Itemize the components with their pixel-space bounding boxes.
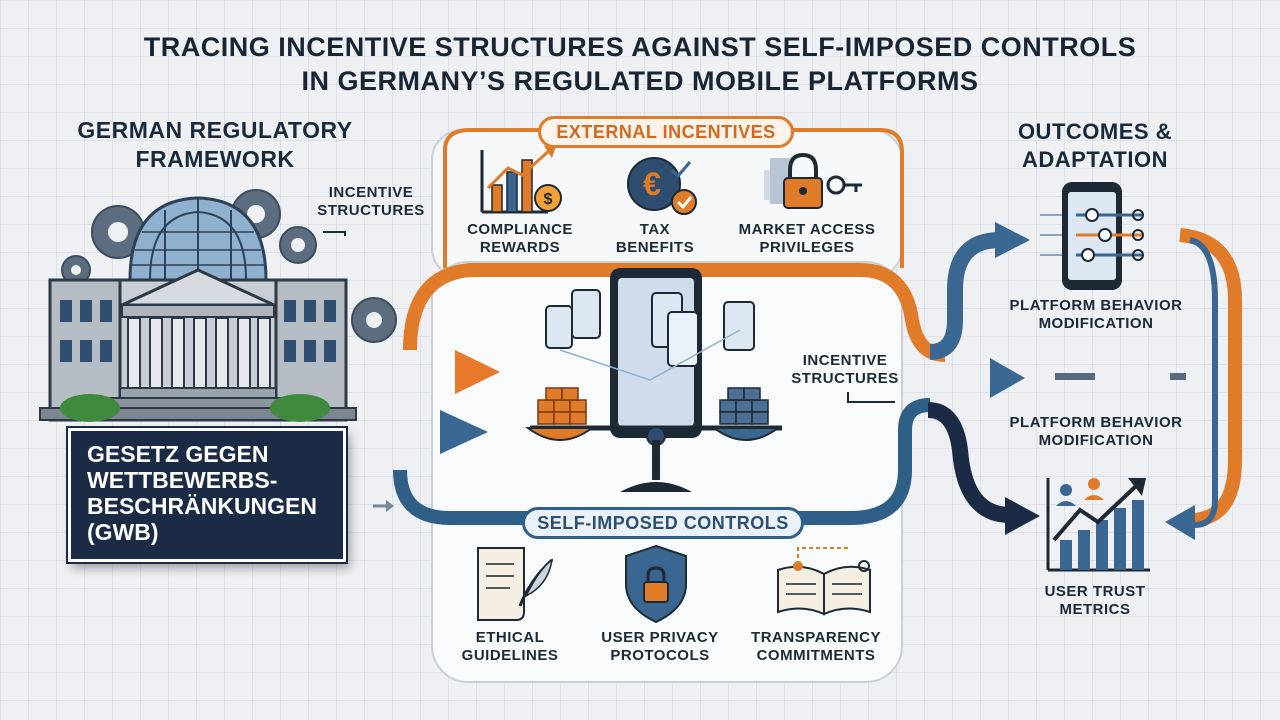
blue-flow-loop — [393, 398, 931, 525]
return-arrowhead — [1165, 505, 1195, 540]
outcomes-heading: OUTCOMES & ADAPTATION — [1017, 119, 1173, 172]
incentive-item-market-access: MARKET ACCESS PRIVILEGES — [732, 221, 882, 257]
control-item-line2: PROTOCOLS — [610, 647, 710, 664]
external-incentives-label: EXTERNAL INCENTIVES — [538, 116, 794, 148]
svg-text:€: € — [643, 166, 661, 202]
gwb-line-3: BESCHRÄNKUNGEN — [87, 493, 318, 519]
incentive-item-line2: REWARDS — [479, 239, 561, 256]
dash-separator-small — [1170, 373, 1186, 380]
center-callout-leader — [847, 392, 895, 403]
svg-text:$: $ — [544, 191, 553, 208]
incentive-item-line2: BENEFITS — [615, 239, 695, 256]
outcome-item-behavior-2: PLATFORM BEHAVIOR MODIFICATION — [996, 414, 1196, 450]
incentive-item-line2: PRIVILEGES — [759, 239, 855, 256]
title-line-2: IN GERMANY’S REGULATED MOBILE PLATFORMS — [301, 66, 979, 96]
reichstag-building-icon — [39, 189, 397, 422]
control-item-line2: GUIDELINES — [461, 647, 559, 664]
blue-return-loop — [1189, 237, 1218, 528]
outcome-item-line1: PLATFORM BEHAVIOR — [1009, 414, 1183, 431]
center-incentive-callout: INCENTIVE STRUCTURES — [791, 352, 899, 387]
scroll-quill-icon — [477, 547, 554, 621]
outcome-item-trust: USER TRUST METRICS — [1020, 583, 1170, 619]
incentive-item-line1: MARKET ACCESS — [738, 221, 876, 238]
euro-check-icon: € — [627, 157, 697, 215]
center-out-arrowhead — [990, 358, 1025, 398]
orange-frame-line-left — [443, 128, 540, 268]
gwb-law-box: GESETZ GEGEN WETTBEWERBS- BESCHRÄNKUNGEN… — [68, 428, 346, 562]
small-arrowhead — [386, 500, 394, 512]
control-item-transparency: TRANSPARENCY COMMITMENTS — [744, 629, 888, 665]
orange-flow-loop — [403, 263, 946, 362]
gwb-line-2: WETTBEWERBS- — [87, 467, 278, 493]
outcome-item-line1: USER TRUST — [1044, 583, 1146, 600]
orange-arrowhead — [455, 350, 500, 394]
left-incentive-callout: INCENTIVE STRUCTURES — [317, 184, 425, 219]
dash-separator — [1055, 373, 1095, 380]
navy-flow-down — [927, 402, 1011, 523]
control-item-line1: TRANSPARENCY — [751, 629, 881, 646]
incentive-item-tax: TAX BENEFITS — [600, 221, 710, 257]
trust-chart-icon — [1046, 478, 1150, 572]
control-item-line1: USER PRIVACY — [601, 629, 719, 646]
control-item-line2: COMMITMENTS — [756, 647, 876, 664]
self-imposed-controls-label: SELF-IMPOSED CONTROLS — [522, 507, 804, 539]
german-framework-heading: GERMAN REGULATORY FRAMEWORK — [77, 117, 353, 172]
outcome-item-line2: MODIFICATION — [1038, 432, 1154, 449]
incentive-item-line1: COMPLIANCE — [467, 221, 573, 238]
open-book-icon — [777, 547, 871, 616]
outcome-item-line2: MODIFICATION — [1038, 315, 1154, 332]
outcome-item-behavior-1: PLATFORM BEHAVIOR MODIFICATION — [996, 297, 1196, 333]
navy-arrowhead-down — [1005, 497, 1040, 535]
title-line-1: TRACING INCENTIVE STRUCTURES AGAINST SEL… — [143, 32, 1137, 62]
outcome-item-line2: METRICS — [1059, 601, 1131, 618]
phone-toggles-icon — [1040, 182, 1144, 290]
gwb-law-text: GESETZ GEGEN WETTBEWERBS- BESCHRÄNKUNGEN… — [87, 441, 337, 545]
lock-key-icon — [764, 152, 862, 209]
incentive-item-compliance: COMPLIANCE REWARDS — [455, 221, 585, 257]
control-item-ethical: ETHICAL GUIDELINES — [450, 629, 570, 665]
orange-frame-line-right — [790, 128, 904, 268]
incentive-item-line1: TAX — [639, 221, 671, 238]
orange-return-loop — [1179, 228, 1242, 527]
outcome-item-line1: PLATFORM BEHAVIOR — [1009, 297, 1183, 314]
gwb-line-4: (GWB) — [87, 519, 159, 545]
blue-arrowhead-up — [995, 222, 1030, 258]
blue-flow-up — [929, 232, 1001, 360]
balance-scale-devices-icon — [524, 268, 782, 492]
control-item-privacy: USER PRIVACY PROTOCOLS — [590, 629, 730, 665]
page-title: TRACING INCENTIVE STRUCTURES AGAINST SEL… — [140, 30, 1140, 98]
left-callout-leader — [323, 231, 346, 236]
blue-arrowhead — [440, 410, 488, 454]
bar-chart-dollar-icon: $ — [480, 146, 562, 214]
shield-lock-icon — [625, 544, 687, 624]
gwb-line-1: GESETZ GEGEN — [87, 441, 269, 467]
control-item-line1: ETHICAL — [475, 629, 545, 646]
